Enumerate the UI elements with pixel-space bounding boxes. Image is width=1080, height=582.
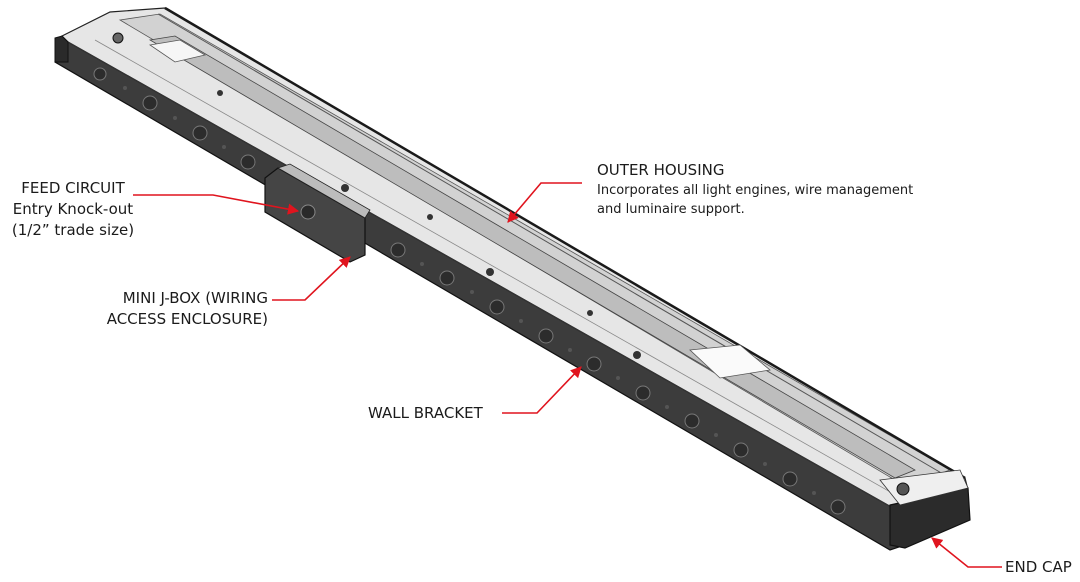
mini-jbox-line-1: ACCESS ENCLOSURE) [106,310,268,328]
callout-feed-circuit: FEED CIRCUIT Entry Knock-out (1/2” trade… [10,178,136,241]
end-cap-title: END CAP [1005,558,1072,576]
callout-outer-housing: OUTER HOUSING Incorporates all light eng… [597,160,913,219]
callout-mini-jbox: MINI J-BOX (WIRING ACCESS ENCLOSURE) [96,288,268,330]
feed-circuit-line-1: Entry Knock-out [12,200,134,218]
outer-housing-title: OUTER HOUSING [597,161,725,179]
knockout-shape [300,204,316,220]
callout-wall-bracket: WALL BRACKET [368,403,483,424]
fixture-body [54,6,971,551]
outer-housing-line-1: Incorporates all light engines, wire man… [597,183,914,198]
callout-lines [133,182,1002,568]
wall-bracket-title: WALL BRACKET [368,404,483,422]
feed-circuit-line-2: (1/2” trade size) [11,221,135,239]
outer-housing-leader [507,182,582,223]
wall-bracket-leader [502,366,582,414]
housing-rail [148,35,916,479]
feed-circuit-title: FEED CIRCUIT [21,179,125,197]
feed-circuit-leader [133,194,300,215]
mini-jbox-leader [272,256,351,301]
callout-end-cap: END CAP [1005,557,1072,578]
outer-housing-line-2: and luminaire support. [597,202,745,217]
mini-jbox-title: MINI J-BOX (WIRING [122,289,268,307]
end-cap-leader [931,537,1002,568]
